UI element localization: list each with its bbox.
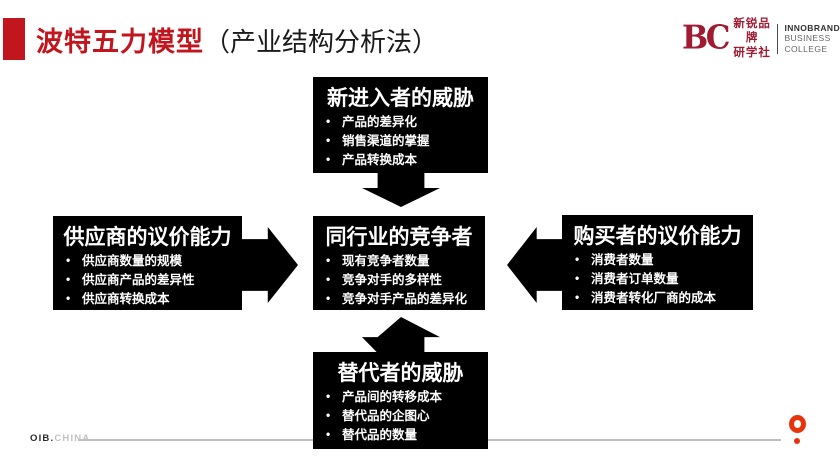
force-bullet: 供应商产品的差异性: [61, 270, 238, 290]
innobrand-logo: BC 新锐品牌 研学社 INNOBRAND BUSINESS COLLEGE: [682, 17, 840, 60]
page-title: 波特五力模型（产业结构分析法）: [36, 20, 438, 59]
force-title-rivalry: 同行业的竞争者: [325, 226, 473, 249]
logo-en-line2: BUSINESS: [784, 33, 831, 44]
force-bullets-new-entrants: 产品的差异化 销售渠道的掌握 产品转换成本: [313, 112, 488, 170]
force-bullet: 产品间的转移成本: [321, 387, 484, 407]
logo-en-line1: INNOBRAND: [784, 23, 840, 34]
force-box-suppliers: 供应商的议价能力 供应商数量的规模 供应商产品的差异性 供应商转换成本: [53, 216, 242, 310]
force-bullet: 产品的差异化: [321, 112, 484, 132]
logo-english-name: INNOBRAND BUSINESS COLLEGE: [784, 23, 840, 54]
arrow-up-icon: [362, 317, 440, 353]
force-bullet: 消费者订单数量: [570, 269, 749, 289]
footer-brand-light: CHINA: [54, 433, 91, 444]
force-box-rivalry: 同行业的竞争者 现有竞争者数量 竞争对手的多样性 竞争对手产品的差异化: [313, 216, 485, 310]
force-bullet: 现有竞争者数量: [321, 251, 481, 271]
logo-cn-line2: 研学社: [733, 46, 771, 59]
force-title-new-entrants: 新进入者的威胁: [327, 87, 474, 110]
title-sub: （产业结构分析法）: [204, 27, 439, 57]
force-title-buyers: 购买者的议价能力: [573, 225, 742, 248]
force-bullet: 产品转换成本: [321, 150, 484, 170]
force-bullet: 消费者转化厂商的成本: [570, 288, 749, 308]
ring-logo-icon: [789, 415, 806, 433]
force-title-suppliers: 供应商的议价能力: [63, 226, 232, 249]
logo-divider: [776, 23, 779, 54]
force-bullet: 竞争对手的多样性: [321, 270, 481, 290]
force-bullets-rivalry: 现有竞争者数量 竞争对手的多样性 竞争对手产品的差异化: [313, 251, 485, 309]
ring-logo-dot-icon: [794, 438, 800, 444]
force-box-new-entrants: 新进入者的威胁 产品的差异化 销售渠道的掌握 产品转换成本: [313, 77, 488, 173]
force-bullets-buyers: 消费者数量 消费者订单数量 消费者转化厂商的成本: [562, 250, 753, 308]
footer-brand: OIB.CHINA: [30, 433, 90, 444]
force-bullet: 消费者数量: [570, 250, 749, 270]
ibc-logo-mark-icon: BC: [682, 19, 730, 57]
force-bullet: 销售渠道的掌握: [321, 131, 484, 151]
force-bullet: 替代品的数量: [321, 425, 484, 445]
arrow-left-icon: [507, 227, 563, 303]
title-main: 波特五力模型: [36, 27, 204, 57]
force-bullet: 竞争对手产品的差异化: [321, 289, 481, 309]
title-accent-square: [3, 18, 25, 60]
arrow-down-icon: [362, 173, 440, 207]
force-box-substitutes: 替代者的威胁 产品间的转移成本 替代品的企图心 替代品的数量: [313, 352, 488, 449]
force-bullet: 供应商数量的规模: [61, 251, 238, 271]
force-bullets-substitutes: 产品间的转移成本 替代品的企图心 替代品的数量: [313, 387, 488, 445]
force-bullet: 供应商转换成本: [61, 289, 238, 309]
force-title-substitutes: 替代者的威胁: [337, 362, 464, 385]
logo-chinese-name: 新锐品牌 研学社: [732, 17, 771, 60]
footer-brand-bold: OIB.: [30, 433, 55, 444]
force-box-buyers: 购买者的议价能力 消费者数量 消费者订单数量 消费者转化厂商的成本: [562, 215, 753, 310]
logo-en-line3: COLLEGE: [784, 43, 828, 54]
force-bullet: 替代品的企图心: [321, 406, 484, 426]
force-bullets-suppliers: 供应商数量的规模 供应商产品的差异性 供应商转换成本: [53, 251, 242, 309]
arrow-right-icon: [241, 227, 298, 303]
logo-cn-line1: 新锐品牌: [733, 18, 771, 45]
